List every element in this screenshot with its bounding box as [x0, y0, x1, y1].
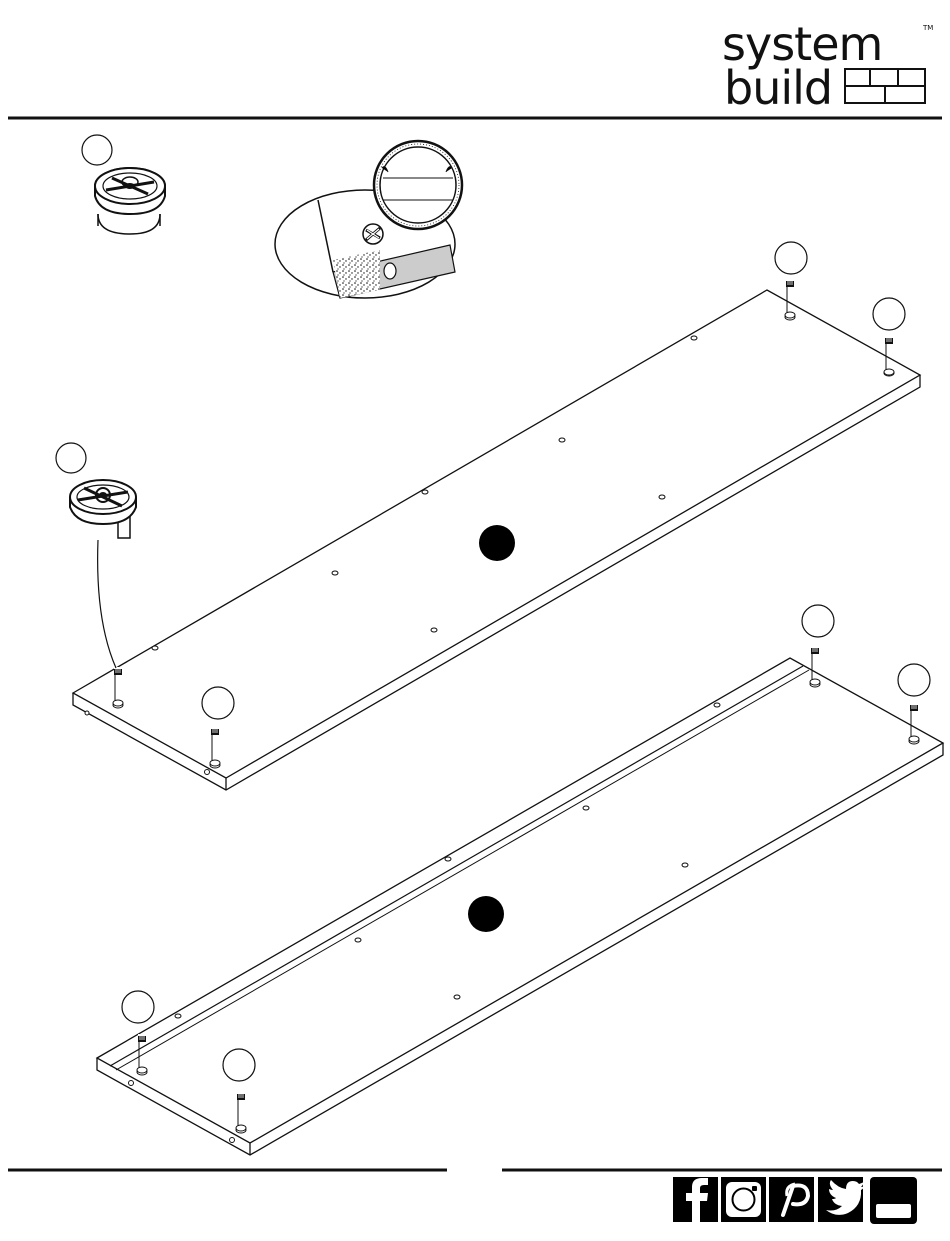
part-label-circle	[873, 298, 905, 330]
part-label-circle	[56, 443, 86, 473]
panel-marker-dot	[468, 896, 504, 932]
part-label-circle	[898, 664, 930, 696]
part-label-circle	[82, 135, 112, 165]
facebook-icon[interactable]	[673, 1177, 718, 1222]
social-icons	[673, 1177, 917, 1224]
part-cam-lock-open	[56, 443, 136, 668]
screw-head-icon	[363, 224, 383, 244]
part-label-circle	[775, 242, 807, 274]
trademark-mark: TM	[922, 24, 933, 32]
brand-line2: build	[724, 61, 832, 115]
pinterest-icon[interactable]	[769, 1177, 814, 1222]
part-label-circle	[802, 605, 834, 637]
brick-icon	[845, 69, 925, 103]
magnified-detail	[275, 141, 462, 298]
part-label-circle	[202, 687, 234, 719]
part-label-circle	[223, 1049, 255, 1081]
cam-top-view-icon	[374, 141, 462, 229]
instagram-icon[interactable]	[721, 1177, 766, 1222]
part-cam-lock-closed	[82, 135, 165, 234]
youtube-icon[interactable]	[870, 1177, 917, 1224]
panel-marker-dot	[479, 525, 515, 561]
brand-logo: system build TM	[722, 17, 933, 115]
part-label-circle	[122, 991, 154, 1023]
twitter-icon[interactable]	[818, 1177, 865, 1222]
